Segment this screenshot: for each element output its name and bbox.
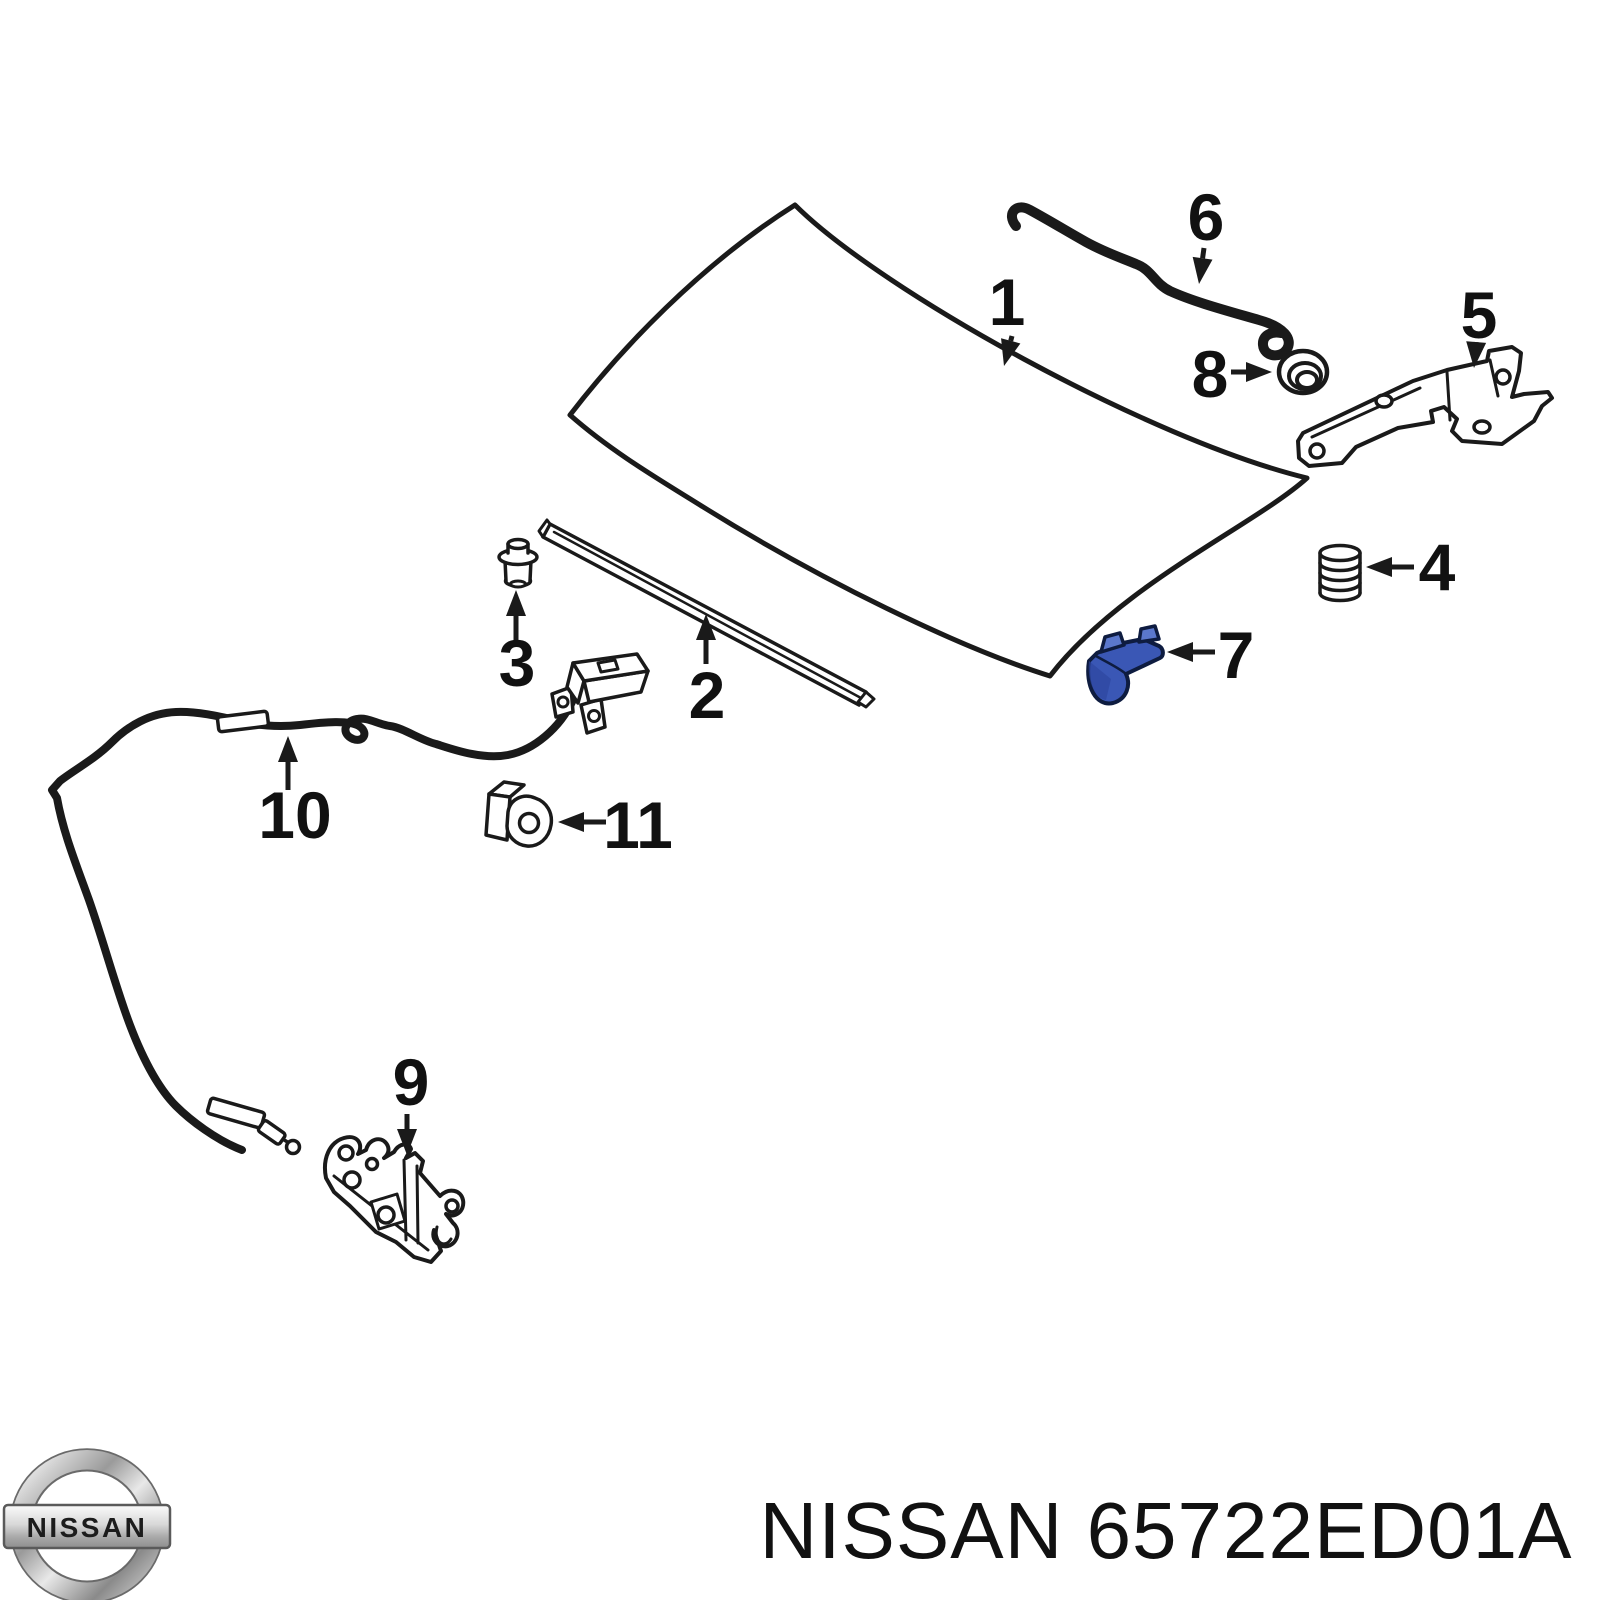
callout-11: 11 — [558, 788, 673, 862]
callout-4: 4 — [1366, 530, 1456, 604]
hood-support-rod — [1007, 202, 1294, 361]
callout-number: 5 — [1461, 278, 1498, 352]
callout-10: 10 — [258, 736, 332, 852]
callout-arrow-head — [558, 812, 584, 832]
cable-ferrule-upper — [215, 709, 271, 734]
cable-end-tip — [284, 1138, 302, 1156]
hood-bumper — [1318, 543, 1362, 603]
callout-arrow-head — [1366, 557, 1392, 577]
highlighted-part — [1086, 624, 1165, 706]
callout-6: 6 — [1188, 180, 1225, 284]
callout-arrow-line — [1200, 247, 1207, 259]
callouts: 1 2 3 4 5 6 7 8 9 10 11 — [258, 180, 1497, 1155]
callout-arrow-head — [1246, 362, 1272, 382]
hood-latch — [323, 1135, 466, 1264]
callout-8: 8 — [1192, 337, 1272, 411]
callout-2: 2 — [689, 614, 726, 732]
hood-panel — [567, 202, 1310, 679]
callout-arrow-head — [1001, 338, 1021, 366]
grommet — [1276, 348, 1330, 396]
callout-7: 7 — [1167, 618, 1254, 692]
callout-number: 9 — [393, 1045, 430, 1119]
callout-number: 3 — [499, 626, 536, 700]
callout-number: 2 — [689, 658, 726, 732]
callout-9: 9 — [393, 1045, 430, 1155]
callout-number: 4 — [1419, 530, 1456, 604]
callout-arrow-head — [1167, 642, 1193, 662]
hood-clip — [497, 537, 539, 589]
cable-bracket — [550, 652, 650, 735]
callout-number: 10 — [258, 778, 331, 852]
callout-arrow-head — [278, 736, 298, 762]
cable-end-fitting — [256, 1119, 287, 1146]
callout-arrow-head — [397, 1129, 417, 1155]
callout-number: 11 — [603, 788, 673, 862]
part-number-caption: NISSAN 65722ED01A — [759, 1486, 1572, 1575]
callout-5: 5 — [1461, 278, 1498, 368]
callout-number: 1 — [989, 265, 1026, 339]
logo-wordmark: NISSAN — [27, 1512, 148, 1543]
callout-arrow-head — [1466, 341, 1487, 368]
callout-3: 3 — [499, 590, 536, 700]
hood-weatherstrip — [537, 518, 876, 709]
callout-arrow-line — [1008, 335, 1015, 342]
callout-arrow-head — [1192, 256, 1213, 284]
logo-bar — [2, 1503, 172, 1550]
hood-release-cable — [48, 696, 577, 1156]
nissan-logo: NISSAN — [2, 1448, 172, 1600]
callout-1: 1 — [989, 265, 1026, 366]
callout-arrow-head — [506, 590, 526, 616]
callout-number: 7 — [1218, 618, 1255, 692]
callout-arrow-head — [696, 614, 716, 640]
hood-hinge — [1296, 345, 1554, 468]
callout-number: 6 — [1188, 180, 1225, 254]
cable-clamp — [484, 780, 554, 848]
callout-number: 8 — [1192, 337, 1229, 411]
